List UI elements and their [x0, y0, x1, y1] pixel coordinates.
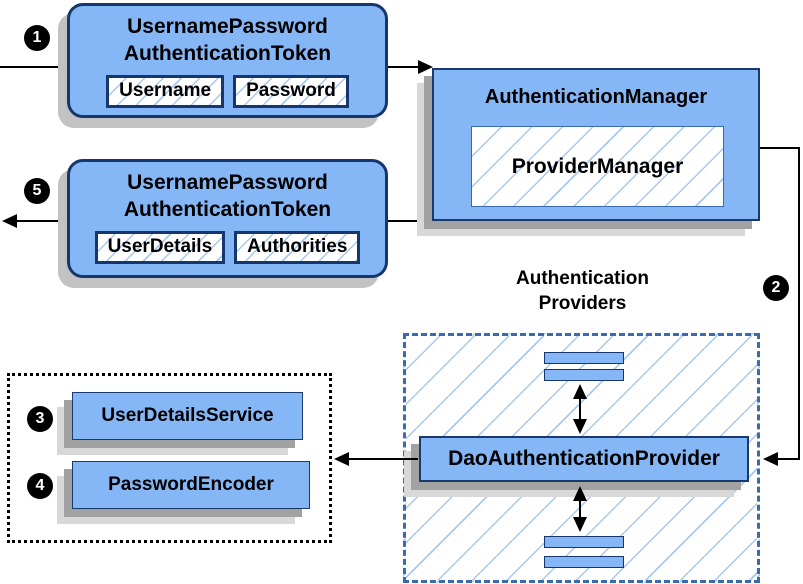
token-fields: UserDetails Authorities [94, 231, 361, 264]
password-field-box: Password [233, 75, 349, 108]
providers-label-line1: Authentication [516, 268, 649, 289]
providers-label-line2: Providers [538, 293, 627, 314]
username-password-token-request-box: UsernamePassword AuthenticationToken Use… [67, 3, 388, 118]
authorities-field-box: Authorities [234, 231, 361, 264]
authentication-manager-box: AuthenticationManager ProviderManager [432, 68, 760, 221]
dao-authentication-provider-box: DaoAuthenticationProvider [419, 436, 749, 482]
other-provider-bar [544, 556, 624, 568]
authentication-providers-group-box: DaoAuthenticationProvider [403, 333, 760, 583]
other-provider-bar [544, 352, 624, 364]
provider-manager-box: ProviderManager [471, 126, 724, 207]
left-arrowhead-icon [763, 452, 778, 466]
token-title-line2: AuthenticationToken [123, 42, 332, 65]
authentication-manager-label: AuthenticationManager [484, 86, 708, 108]
username-field-box: Username [106, 75, 225, 108]
right-arrowhead-icon [418, 60, 433, 74]
token-fields: Username Password [106, 75, 349, 108]
token-title: UsernamePassword AuthenticationToken [124, 13, 331, 67]
token-title-line1: UsernamePassword [127, 15, 328, 38]
other-provider-bar [544, 369, 624, 381]
step-badge-2: 2 [763, 275, 789, 301]
step-badge-4: 4 [27, 473, 53, 499]
user-details-field-box: UserDetails [94, 231, 226, 264]
user-details-service-box: UserDetailsService [72, 392, 303, 440]
other-provider-bar [544, 536, 624, 548]
token-title: UsernamePassword AuthenticationToken [124, 169, 331, 223]
username-password-token-response-box: UsernamePassword AuthenticationToken Use… [67, 159, 388, 278]
step-badge-1: 1 [24, 25, 50, 51]
token-title-line2: AuthenticationToken [123, 198, 332, 221]
left-arrowhead-icon [334, 452, 349, 466]
beans-group-box: UserDetailsService PasswordEncoder [7, 373, 332, 543]
flow-arrow-step2 [760, 147, 800, 466]
authentication-providers-label: Authentication Providers [455, 266, 710, 316]
step-badge-3: 3 [27, 406, 53, 432]
token-title-line1: UsernamePassword [127, 171, 328, 194]
password-encoder-box: PasswordEncoder [72, 461, 310, 509]
step-badge-5: 5 [24, 178, 50, 204]
left-arrowhead-icon [2, 214, 17, 228]
